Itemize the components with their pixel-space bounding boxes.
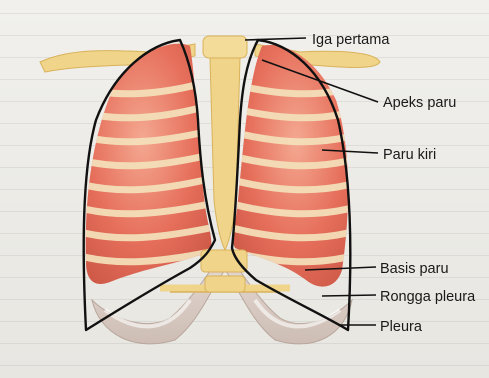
label-iga-pertama: Iga pertama [312,33,389,48]
right-lung [232,45,352,287]
label-pleura: Pleura [380,320,422,335]
label-basis-paru: Basis paru [380,262,449,277]
label-apeks-paru: Apeks paru [383,96,456,111]
label-rongga-pleura: Rongga pleura [380,290,475,305]
label-paru-kiri: Paru kiri [383,148,436,163]
vertebrae [201,250,247,292]
